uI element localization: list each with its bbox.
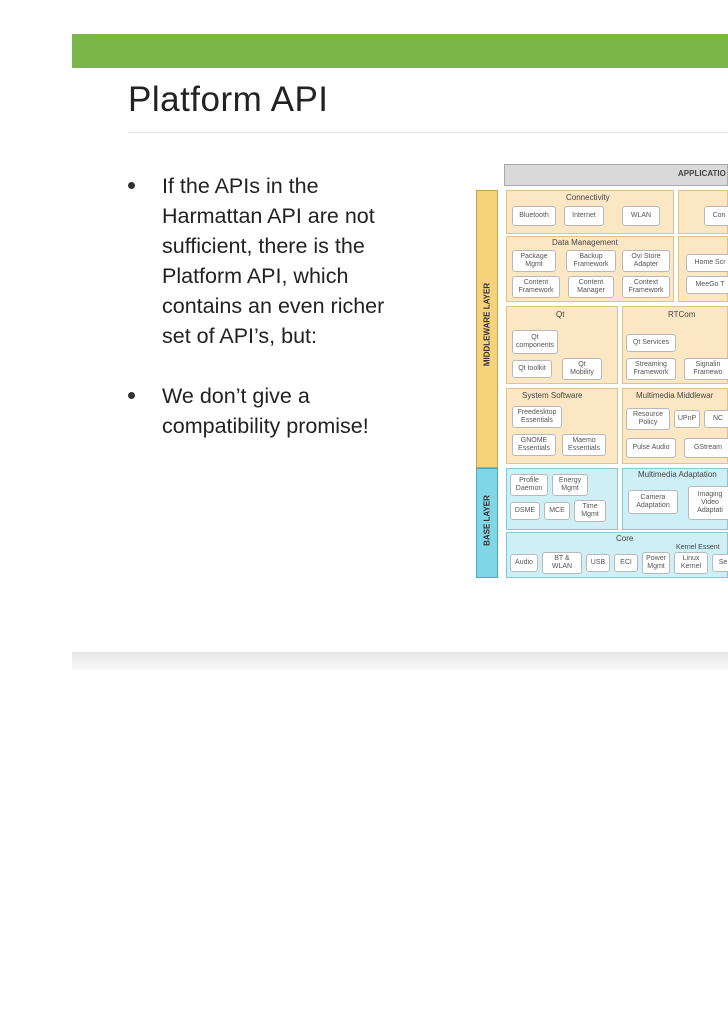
core-title: Core <box>616 534 634 543</box>
nc-chip: NC <box>704 410 728 428</box>
pulse-audio-chip: Pulse Audio <box>626 438 676 458</box>
bluetooth-chip: Bluetooth <box>512 206 556 226</box>
bullet-text-line: We don’t give a <box>162 384 310 408</box>
qt-title: Qt <box>556 310 565 319</box>
eci-chip: ECI <box>614 554 638 572</box>
maemo-essentials-chip: Maemo Essentials <box>562 434 606 456</box>
content-framework-chip: Content Framework <box>512 276 560 298</box>
resource-policy-chip: Resource Policy <box>626 408 670 430</box>
qt-mobility-chip: Qt Mobility <box>562 358 602 380</box>
upnp-chip: UPnP <box>674 410 700 428</box>
architecture-diagram: MIDDLEWARE LAYER BASE LAYER APPLICATIO C… <box>474 160 728 582</box>
home-screen-chip: Home Scr <box>686 254 728 272</box>
bt-wlan-chip: BT & WLAN <box>542 552 582 574</box>
internet-chip: Internet <box>564 206 604 226</box>
meego-chip: MeeGo T <box>686 276 728 294</box>
context-framework-chip: Context Framework <box>622 276 670 298</box>
bullet-text-line: compatibility promise! <box>162 414 369 438</box>
data-management-title: Data Management <box>552 238 618 247</box>
middleware-layer-label: MIDDLEWARE LAYER <box>482 282 492 367</box>
content-manager-chip: Content Manager <box>568 276 614 298</box>
audio-chip: Audio <box>510 554 538 572</box>
system-software-title: System Software <box>522 391 583 400</box>
mce-chip: MCE <box>544 502 570 520</box>
multimedia-middleware-title: Multimedia Middlewar <box>636 391 714 400</box>
gstreamer-chip: GStream <box>684 438 728 458</box>
qt-services-chip: Qt Services <box>626 334 676 352</box>
bullet-text-line: Platform API, which <box>162 264 349 288</box>
base-layer-label: BASE LAYER <box>482 495 492 546</box>
ovi-store-adapter-chip: Ovi Store Adapter <box>622 250 670 272</box>
con-chip: Con <box>704 206 728 226</box>
time-mgmt-chip: Time Mgmt <box>574 500 606 522</box>
imaging-video-adaptation-chip: Imaging Video Adaptati <box>688 486 728 520</box>
bullet-text-line: sufficient, there is the <box>162 234 365 258</box>
package-mgmt-chip: Package Mgmt <box>512 250 556 272</box>
middleware-layer-bar <box>476 190 498 468</box>
backup-framework-chip: Backup Framework <box>566 250 616 272</box>
qt-components-chip: Qt components <box>512 330 558 354</box>
bullet-text-line: contains an even richer <box>162 294 385 318</box>
base-layer-bar <box>476 468 498 578</box>
bullet-item-1: If the APIs in the Harmattan API are not… <box>128 171 473 351</box>
gnome-essentials-chip: GNOME Essentials <box>512 434 556 456</box>
streaming-framework-chip: Streaming Framework <box>626 358 676 380</box>
rtcom-title: RTCom <box>668 310 696 319</box>
bullet-dot-icon <box>128 182 135 189</box>
slide-title: Platform API <box>128 80 329 119</box>
power-mgmt-chip: Power Mgmt <box>642 552 670 574</box>
signaling-framework-chip: Signalin Framewo <box>684 358 728 380</box>
camera-adaptation-chip: Camera Adaptation <box>628 490 678 514</box>
applications-label: APPLICATIO <box>678 169 726 178</box>
energy-mgmt-chip: Energy Mgmt <box>552 474 588 496</box>
freedesktop-essentials-chip: Freedesktop Essentials <box>512 406 562 428</box>
title-divider <box>128 132 728 133</box>
se-chip: Se <box>712 554 728 572</box>
bullet-item-2: We don’t give a compatibility promise! <box>128 381 473 441</box>
kernel-essentials-title: Kernel Essent <box>676 544 720 551</box>
bullet-dot-icon <box>128 392 135 399</box>
usb-chip: USB <box>586 554 610 572</box>
bullet-text-line: Harmattan API are not <box>162 204 375 228</box>
connectivity-title: Connectivity <box>566 193 610 202</box>
bullet-text-line: If the APIs in the <box>162 174 319 198</box>
footer-bar <box>72 652 728 670</box>
dsme-chip: DSME <box>510 502 540 520</box>
wlan-chip: WLAN <box>622 206 660 226</box>
multimedia-adaptation-title: Multimedia Adaptation <box>638 470 717 479</box>
qt-toolkit-chip: Qt toolkit <box>512 360 552 378</box>
linux-kernel-chip: Linux Kernel <box>674 552 708 574</box>
bullet-text-line: set of API’s, but: <box>162 324 317 348</box>
profile-daemon-chip: Profile Daemon <box>510 474 548 496</box>
header-accent-bar <box>72 34 728 68</box>
bullet-list: If the APIs in the Harmattan API are not… <box>128 171 473 441</box>
